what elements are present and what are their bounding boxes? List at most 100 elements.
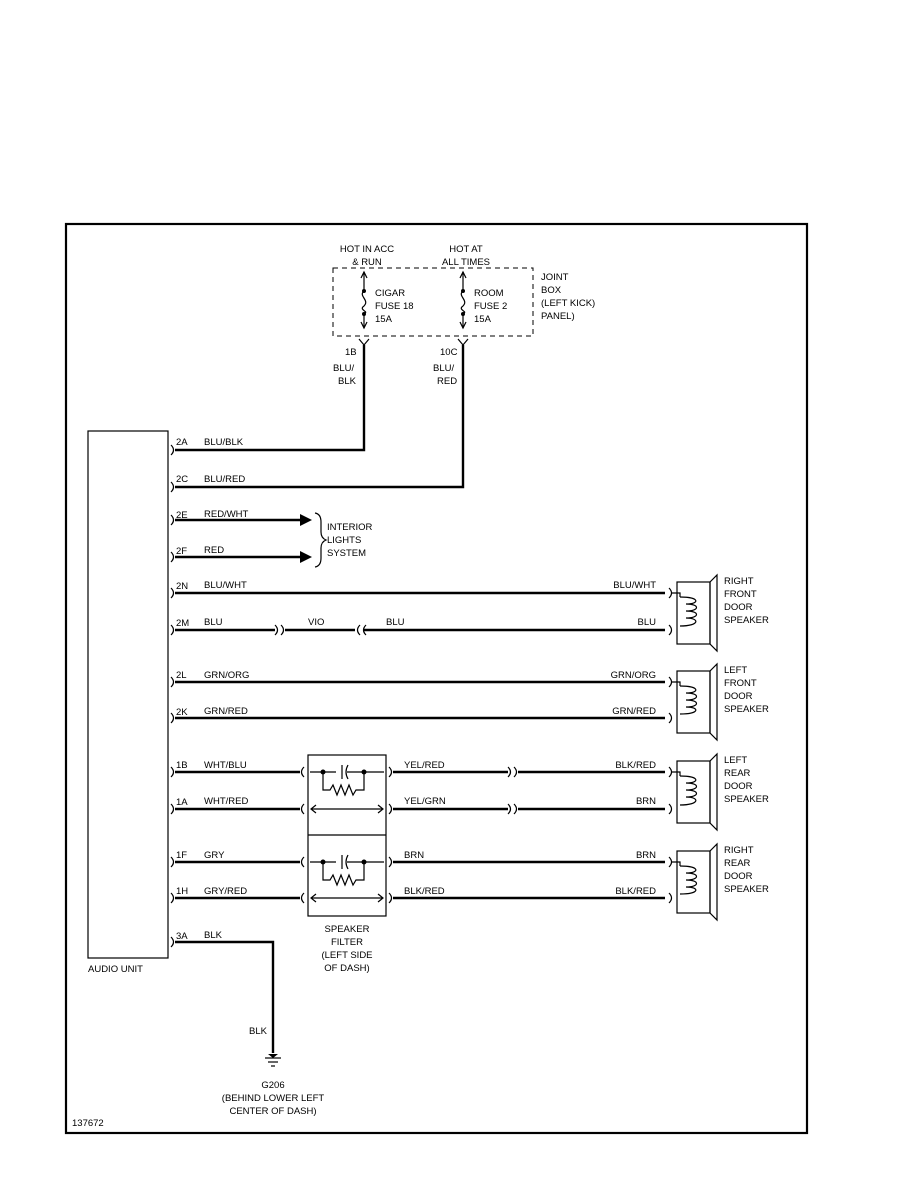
speaker-rf-label-2: FRONT bbox=[724, 589, 757, 600]
pin-2n-wire-label: BLU/WHT bbox=[204, 580, 247, 591]
wire-blk-red-rr-label: BLK/RED bbox=[615, 886, 656, 897]
cigar-fuse-label-3: 15A bbox=[375, 314, 393, 325]
interior-lights-brace bbox=[314, 512, 328, 568]
pin-2f-label: 2F bbox=[176, 546, 187, 557]
wire-blk-ground bbox=[175, 940, 275, 1053]
pin-2a-wire-label: BLU/BLK bbox=[204, 437, 244, 448]
ground-icon bbox=[265, 1054, 281, 1067]
pin-2k-wire-label: GRN/RED bbox=[204, 706, 248, 717]
wire-blu-blk bbox=[175, 345, 366, 452]
wire-blu-wht-far-label: BLU/WHT bbox=[613, 580, 656, 591]
pin-2l-label: 2L bbox=[176, 670, 187, 681]
pin-1h-label: 1H bbox=[176, 886, 188, 897]
cigar-fuse-label-2: FUSE 18 bbox=[375, 301, 414, 312]
speaker-filter-label-4: OF DASH) bbox=[324, 963, 369, 974]
pin-2l-wire-label: GRN/ORG bbox=[204, 670, 249, 681]
wire-grn-red-far-label: GRN/RED bbox=[612, 706, 656, 717]
speaker-right-rear bbox=[668, 842, 718, 922]
connector-2m-a bbox=[274, 624, 285, 636]
figure-id: 137672 bbox=[72, 1118, 104, 1129]
pin-2k-label: 2K bbox=[176, 707, 188, 718]
ground-wire-label: BLK bbox=[249, 1026, 268, 1037]
speaker-lr-label-4: SPEAKER bbox=[724, 794, 769, 805]
speaker-rf-label-3: DOOR bbox=[724, 602, 753, 613]
pin-2m-wire-label: BLU bbox=[204, 617, 223, 628]
audio-unit-label: AUDIO UNIT bbox=[88, 964, 143, 975]
pin-2c-label: 2C bbox=[176, 474, 188, 485]
wire-blu-red bbox=[175, 345, 465, 489]
wire-blk-red-mid-label: BLK/RED bbox=[404, 886, 445, 897]
joint-box-name: JOINT bbox=[541, 272, 569, 283]
pin-3a-label: 3A bbox=[176, 931, 188, 942]
hot-all-label: HOT AT bbox=[449, 244, 483, 255]
pin-3a-wire-label: BLK bbox=[204, 930, 223, 941]
interior-lights-label-2: LIGHTS bbox=[327, 535, 361, 546]
pin-1b-wire-label: WHT/BLU bbox=[204, 760, 247, 771]
connector-yel-grn bbox=[507, 803, 518, 815]
filter-output-connectors bbox=[388, 766, 393, 904]
wire-yel-grn-label: YEL/GRN bbox=[404, 796, 446, 807]
pin-2e-wire-label: RED/WHT bbox=[204, 509, 249, 520]
room-fuse-label: ROOM bbox=[474, 288, 504, 299]
joint-box-outline bbox=[332, 267, 534, 337]
speaker-rr-label-4: SPEAKER bbox=[724, 884, 769, 895]
speaker-rr-label: RIGHT bbox=[724, 845, 754, 856]
wire-blu-blk-label: BLU/ bbox=[333, 363, 354, 374]
pin-1b-label: 1B bbox=[176, 760, 188, 771]
pin-1h-wire-label: GRY/RED bbox=[204, 886, 247, 897]
interior-lights-label-3: SYSTEM bbox=[327, 548, 366, 559]
cigar-fuse-symbol bbox=[360, 270, 368, 330]
terminal-10c-connector bbox=[457, 338, 469, 346]
pin-2c-wire-label: BLU/RED bbox=[204, 474, 245, 485]
speaker-left-front bbox=[668, 662, 718, 742]
speaker-lf-label-3: DOOR bbox=[724, 691, 753, 702]
filter-circuit-lower bbox=[310, 854, 384, 903]
speaker-lr-label-3: DOOR bbox=[724, 781, 753, 792]
audio-unit-pins bbox=[170, 444, 175, 948]
hot-acc-label: HOT IN ACC bbox=[340, 244, 394, 255]
filter-circuit-upper bbox=[310, 764, 384, 814]
joint-box-name-4: PANEL) bbox=[541, 311, 575, 322]
speaker-rr-label-2: REAR bbox=[724, 858, 751, 869]
joint-box-name-3: (LEFT KICK) bbox=[541, 298, 595, 309]
connector-yel-red bbox=[507, 766, 518, 778]
speaker-filter-label-3: (LEFT SIDE bbox=[321, 950, 372, 961]
pin-2m-label: 2M bbox=[176, 618, 189, 629]
wire-blk-red-lr-label: BLK/RED bbox=[615, 760, 656, 771]
room-fuse-label-3: 15A bbox=[474, 314, 492, 325]
ground-location-2: CENTER OF DASH) bbox=[229, 1106, 316, 1117]
hot-all-label-2: ALL TIMES bbox=[442, 257, 490, 268]
pin-2a-label: 2A bbox=[176, 437, 188, 448]
speaker-rr-label-3: DOOR bbox=[724, 871, 753, 882]
joint-box: HOT IN ACC & RUN HOT AT ALL TIMES JOINT … bbox=[332, 244, 595, 387]
room-fuse-label-2: FUSE 2 bbox=[474, 301, 507, 312]
speaker-lr-label: LEFT bbox=[724, 755, 747, 766]
wire-vio-label: VIO bbox=[308, 617, 324, 628]
arrow-red bbox=[300, 551, 312, 563]
filter-input-connectors bbox=[300, 766, 305, 904]
speaker-lf-label-4: SPEAKER bbox=[724, 704, 769, 715]
terminal-1b-label: 1B bbox=[345, 347, 357, 358]
cigar-fuse-label: CIGAR bbox=[375, 288, 405, 299]
pin-2f-wire-label: RED bbox=[204, 545, 224, 556]
joint-box-name-2: BOX bbox=[541, 285, 562, 296]
speaker-lf-label-2: FRONT bbox=[724, 678, 757, 689]
terminal-1b-connector bbox=[358, 338, 370, 346]
wire-yel-red-label: YEL/RED bbox=[404, 760, 445, 771]
pin-1a-wire-label: WHT/RED bbox=[204, 796, 248, 807]
interior-lights-label: INTERIOR bbox=[327, 522, 373, 533]
pin-1a-label: 1A bbox=[176, 797, 188, 808]
speaker-left-rear bbox=[668, 752, 718, 832]
terminal-10c-label: 10C bbox=[440, 347, 458, 358]
arrow-red-wht bbox=[300, 514, 312, 526]
speaker-rf-label: RIGHT bbox=[724, 576, 754, 587]
speaker-filter-label-2: FILTER bbox=[331, 937, 363, 948]
wire-blu-red-label: BLU/ bbox=[433, 363, 454, 374]
diagram-frame bbox=[64, 222, 809, 1135]
ground-location: (BEHIND LOWER LEFT bbox=[222, 1093, 325, 1104]
pin-1f-wire-label: GRY bbox=[204, 850, 225, 861]
wire-blu-blk-label-2: BLK bbox=[338, 376, 357, 387]
audio-unit-box bbox=[87, 430, 169, 959]
pin-2e-label: 2E bbox=[176, 510, 188, 521]
